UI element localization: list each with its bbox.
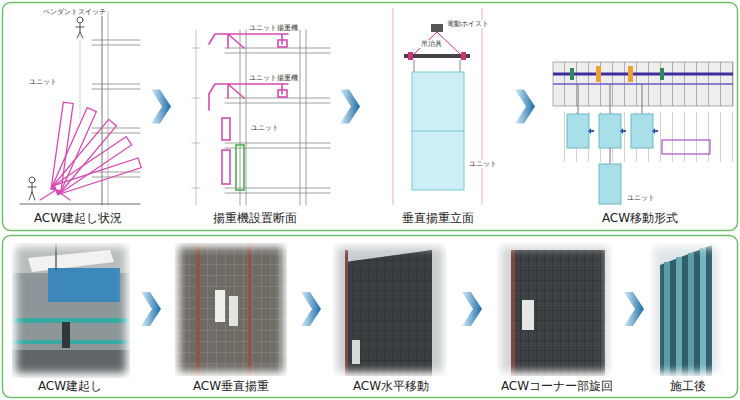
flow-chevron bbox=[462, 292, 482, 326]
caption: ACW建起し bbox=[36, 379, 104, 394]
flow-chevron bbox=[141, 292, 161, 326]
figure-panel: 揚重機設置断面 bbox=[180, 8, 330, 229]
flow-chevron bbox=[515, 90, 535, 124]
drawing-label: ペンダントスイッチ bbox=[42, 8, 107, 16]
flow-chevron bbox=[151, 90, 171, 124]
caption: ACW建起し状況 bbox=[32, 211, 124, 226]
drawing-label: ユニット bbox=[468, 160, 498, 168]
caption: ACWコーナー部旋回 bbox=[499, 379, 615, 394]
drawing-label: ユニット bbox=[626, 194, 656, 202]
drawing-label: ユニット揚重機 bbox=[248, 24, 299, 32]
flow-chevron bbox=[340, 90, 360, 124]
flow-chevron bbox=[301, 292, 321, 326]
figure-panel: ACW建起し bbox=[8, 241, 132, 397]
figure-panel: ACW垂直揚重 bbox=[170, 241, 292, 397]
drawing-label: ユニット bbox=[28, 78, 58, 86]
caption: 垂直揚重立面 bbox=[400, 211, 476, 226]
drawing-label: ユニット揚重機 bbox=[248, 74, 299, 82]
caption: ACW水平移動 bbox=[351, 379, 431, 394]
figure-panel: ACW水平移動 bbox=[330, 241, 452, 397]
flow-chevron bbox=[624, 292, 644, 326]
caption: 施工後 bbox=[668, 379, 708, 394]
caption: ACW垂直揚重 bbox=[191, 379, 271, 394]
figure-panel: 施工後 bbox=[646, 241, 730, 397]
drawing-label: ユニット bbox=[250, 124, 280, 132]
drawing-label: 吊治具 bbox=[420, 40, 443, 48]
caption: ACW移動形式 bbox=[600, 211, 680, 226]
caption: 揚重機設置断面 bbox=[211, 211, 299, 226]
figure-panel: ACW建起し状況 bbox=[14, 8, 142, 229]
drawing-label: 電動ホイスト bbox=[446, 20, 490, 28]
figure-panel: ACWコーナー部旋回 bbox=[492, 241, 622, 397]
